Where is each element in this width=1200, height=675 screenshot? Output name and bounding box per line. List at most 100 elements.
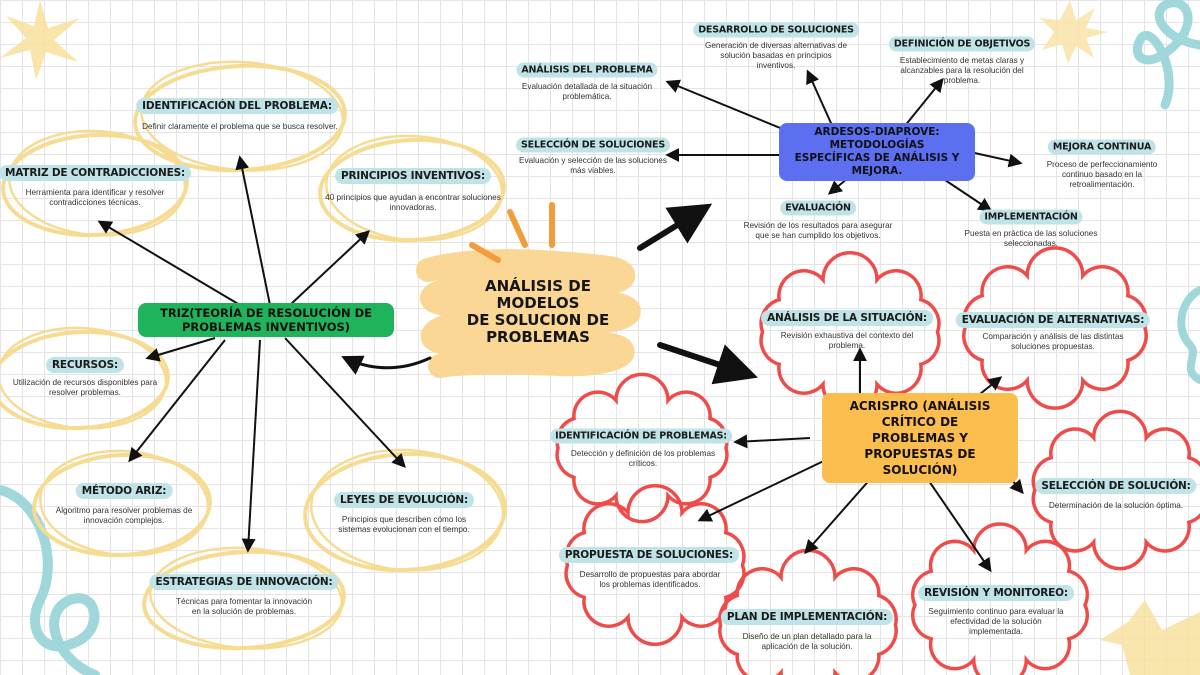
oval-outline (325, 134, 504, 242)
description-line: innovadoras. (389, 203, 437, 212)
hub-title-line: SOLUCIÓN) (882, 463, 958, 477)
cloud-outline (962, 246, 1148, 410)
acrispro-hub: ACRISPRO (ANÁLISIS CRÍTICO DE PROBLEMAS … (822, 393, 1018, 483)
central-scribble-background (416, 249, 641, 378)
description-line: contradicciones técnicas. (49, 198, 141, 207)
description-line: críticos. (628, 459, 658, 468)
central-title-line: PROBLEMAS (486, 328, 590, 346)
node-label: PROPUESTA DE SOLUCIONES: (558, 547, 740, 563)
hub-title-line: ARDESOS-DIAPROVE: METODOLOGÍAS (814, 126, 940, 151)
node-label: PLAN DE IMPLEMENTACIÓN: (720, 609, 894, 625)
node-label: LEYES DE EVOLUCIÓN: (333, 492, 475, 508)
node-description: 40 principios que ayudan a encontrar sol… (313, 193, 513, 213)
decor-star-bottomright-icon (1100, 600, 1200, 675)
node-label: PRINCIPIOS INVENTIVOS: (335, 168, 491, 184)
branch-arrow (145, 337, 216, 362)
node-description: Generación de diversas alternativas de s… (689, 41, 864, 71)
node-label: RECURSOS: (45, 357, 125, 373)
node-label: IDENTIFICACIÓN DE PROBLEMAS: (550, 428, 732, 444)
description-line: Revisión exhaustiva del contexto del (780, 331, 914, 340)
branch-arrow (919, 467, 992, 573)
oval-outline (39, 449, 210, 557)
node-label: MÉTODO ARIZ: (75, 483, 173, 499)
node-description: Proceso de perfeccionamiento continuo ba… (1027, 160, 1177, 190)
triz-hub: TRIZ(TEORÍA DE RESOLUCIÓN DE PROBLEMAS I… (138, 303, 394, 337)
description-line: 40 principios que ayudan a encontrar sol… (325, 193, 501, 202)
hub-title-line: ESPECÍFICAS DE ANÁLISIS Y MEJORA. (794, 152, 960, 177)
description-line: Determinación de la solución óptima. (1048, 501, 1184, 510)
node-description: Determinación de la solución óptima. (1036, 501, 1196, 511)
central-title-line: DE SOLUCION DE (466, 311, 610, 329)
cloud-outline (911, 522, 1089, 675)
decor-squiggle-right-icon (1177, 286, 1200, 384)
hub-title-line: PROBLEMAS Y PROPUESTAS DE (864, 431, 976, 461)
node-description: Técnicas para fomentar la innovación en … (154, 597, 334, 617)
central-title: ANÁLISIS DE MODELOS DE SOLUCION DE PROBL… (458, 278, 618, 346)
hub-title-line: ACRISPRO (ANÁLISIS CRÍTICO DE (849, 399, 991, 429)
cloud-outline (555, 372, 729, 524)
central-rays-icon (469, 202, 555, 263)
description-line: Definir claramente el problema que se bu… (142, 122, 338, 131)
description-line: Detección y definición de los problemas (570, 449, 716, 458)
oval-outline (0, 326, 168, 430)
branch-arrow (241, 339, 261, 553)
description-line: Establecimiento de metas claras y (899, 56, 1025, 65)
central-title-line: ANÁLISIS DE MODELOS (484, 277, 592, 312)
node-description: Revisión de los resultados para asegurar… (726, 221, 911, 241)
node-label: IMPLEMENTACIÓN (979, 209, 1083, 225)
description-line: Generación de diversas alternativas de (705, 41, 847, 50)
description-line: implementada. (969, 627, 1023, 636)
description-line: Revisión de los resultados para asegurar (743, 221, 893, 230)
description-line: Utilización de recursos disponibles para (12, 378, 158, 387)
node-description: Comparación y análisis de las distintas … (966, 332, 1141, 352)
description-line: problema. (828, 341, 866, 350)
node-description: Establecimiento de metas claras y alcanz… (875, 56, 1050, 86)
description-line: Herramienta para identificar y resolver (25, 188, 165, 197)
description-line: Principios que describen cómo los (341, 515, 467, 524)
description-line: soluciones propuestas. (1011, 342, 1095, 351)
triz-oval-outlines (0, 60, 507, 651)
node-description: Definir claramente el problema que se bu… (130, 122, 350, 132)
description-line: Diseño de un plan detallado para la (742, 632, 872, 641)
description-line: retroalimentación. (1069, 180, 1135, 189)
node-description: Principios que describen cómo los sistem… (319, 515, 489, 535)
description-line: en la solución de problemas. (191, 607, 297, 616)
description-line: más viables. (570, 166, 616, 175)
decor-squiggle-topright-icon (1133, 0, 1200, 110)
node-label: SELECCIÓN DE SOLUCIONES (516, 137, 670, 153)
description-line: Algoritmo para resolver problemas de (55, 506, 193, 515)
description-line: inventivos. (756, 61, 796, 70)
node-description: Puesta en práctica de las soluciones sel… (944, 229, 1119, 249)
description-line: sistemas evolucionan con el tiempo. (338, 525, 470, 534)
oval-outline (310, 448, 505, 572)
branch-arrow (697, 457, 831, 522)
branch-arrow (289, 230, 371, 306)
description-line: Comparación y análisis de las distintas (982, 332, 1124, 341)
description-line: solución basadas en principios (720, 51, 832, 60)
acrispro-cloud-outlines (555, 246, 1200, 675)
node-label: SELECCIÓN DE SOLUCIÓN: (1035, 478, 1197, 494)
branch-arrow (806, 69, 836, 133)
node-label: EVALUACIÓN (780, 200, 856, 216)
node-description: Detección y definición de los problemas … (558, 449, 728, 469)
description-line: los problemas identificados. (599, 580, 701, 589)
node-description: Diseño de un plan detallado para la apli… (722, 632, 892, 652)
description-line: aplicación de la solución. (761, 642, 853, 651)
branch-arrow (97, 220, 246, 309)
branch-arrow (665, 79, 791, 133)
decor-star-topright-icon (1040, 0, 1108, 64)
node-description: Herramienta para identificar y resolver … (0, 188, 195, 208)
description-line: efectividad de la solución (950, 617, 1042, 626)
branch-arrow (235, 155, 271, 306)
node-label: MATRIZ DE CONTRADICCIONES: (0, 165, 191, 181)
branch-arrow (128, 339, 226, 463)
node-label: ANÁLISIS DEL PROBLEMA (516, 62, 658, 78)
main-connectors (341, 203, 758, 385)
description-line: Proceso de perfeccionamiento (1046, 160, 1158, 169)
description-line: Seguimiento continuo para evaluar la (928, 607, 1064, 616)
node-description: Utilización de recursos disponibles para… (0, 378, 170, 398)
cloud-outline (718, 548, 898, 675)
description-line: resolver problemas. (49, 388, 121, 397)
description-line: problema. (943, 76, 981, 85)
